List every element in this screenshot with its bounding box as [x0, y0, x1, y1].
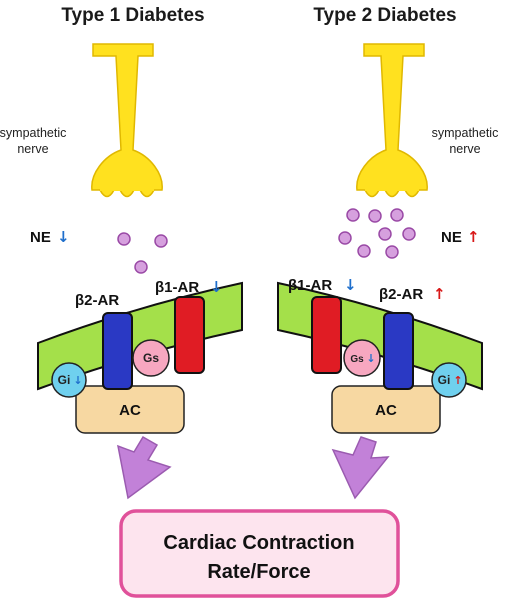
left-downward-arrow-icon [117, 435, 172, 500]
svg-text:β1-AR: β1-AR [155, 279, 199, 296]
left-gi-down-arrow-icon: ↓ [73, 374, 82, 387]
left-b2-label: β2-AR [75, 292, 119, 309]
right-b1-down-arrow-icon: ↓ [344, 276, 357, 294]
outcome-line1: Cardiac Contraction [163, 532, 354, 554]
right-ne-vesicles [338, 208, 416, 259]
right-b2-up-arrow-icon: ↑ [433, 285, 446, 303]
left-sympathetic-nerve [91, 43, 163, 198]
left-b2-receptor [102, 312, 133, 390]
right-nerve-label-line1: sympathetic [432, 126, 499, 140]
right-b2-receptor [383, 312, 414, 390]
left-ac-label: AC [119, 402, 141, 419]
left-ne-label: NE ↓ [30, 228, 70, 246]
right-sympathetic-nerve [356, 43, 428, 198]
right-gs-protein [343, 339, 381, 377]
left-gi-label: Gi [58, 373, 71, 387]
left-b1-label: β1-AR ↓ [155, 278, 223, 296]
right-ne-label: NE ↑ [441, 228, 480, 246]
right-ne-up-arrow-icon: ↑ [467, 228, 480, 246]
right-downward-arrow-icon [331, 436, 390, 500]
left-gs-protein [132, 339, 170, 377]
right-b2-label: β2-AR ↑ [379, 285, 446, 303]
right-gs-label: Gs [350, 354, 364, 365]
left-gs-label: Gs [143, 351, 159, 365]
svg-text:β1-AR: β1-AR [288, 277, 332, 294]
title-type2: Type 2 Diabetes [313, 5, 456, 26]
right-gs-down-arrow-icon: ↓ [366, 352, 375, 365]
svg-text:NE: NE [30, 229, 51, 246]
title-type1: Type 1 Diabetes [61, 5, 204, 26]
left-b1-down-arrow-icon: ↓ [210, 278, 223, 296]
left-ne-vesicles [117, 232, 168, 274]
outcome-line2: Rate/Force [207, 561, 310, 583]
right-gi-protein [431, 362, 467, 398]
right-ac-label: AC [375, 402, 397, 419]
left-nerve-label-line2: nerve [17, 142, 48, 156]
right-b1-receptor [311, 296, 342, 374]
right-gi-label: Gi [438, 373, 451, 387]
svg-text:β2-AR: β2-AR [379, 286, 423, 303]
right-b1-label: β1-AR ↓ [288, 276, 357, 294]
svg-text:NE: NE [441, 229, 462, 246]
right-nerve-label-line2: nerve [449, 142, 480, 156]
left-b1-receptor [174, 296, 205, 374]
left-gi-protein [51, 362, 87, 398]
outcome-box [119, 509, 400, 598]
right-gi-up-arrow-icon: ↑ [453, 374, 462, 387]
left-ne-down-arrow-icon: ↓ [57, 228, 70, 246]
left-nerve-label-line1: sympathetic [0, 126, 66, 140]
